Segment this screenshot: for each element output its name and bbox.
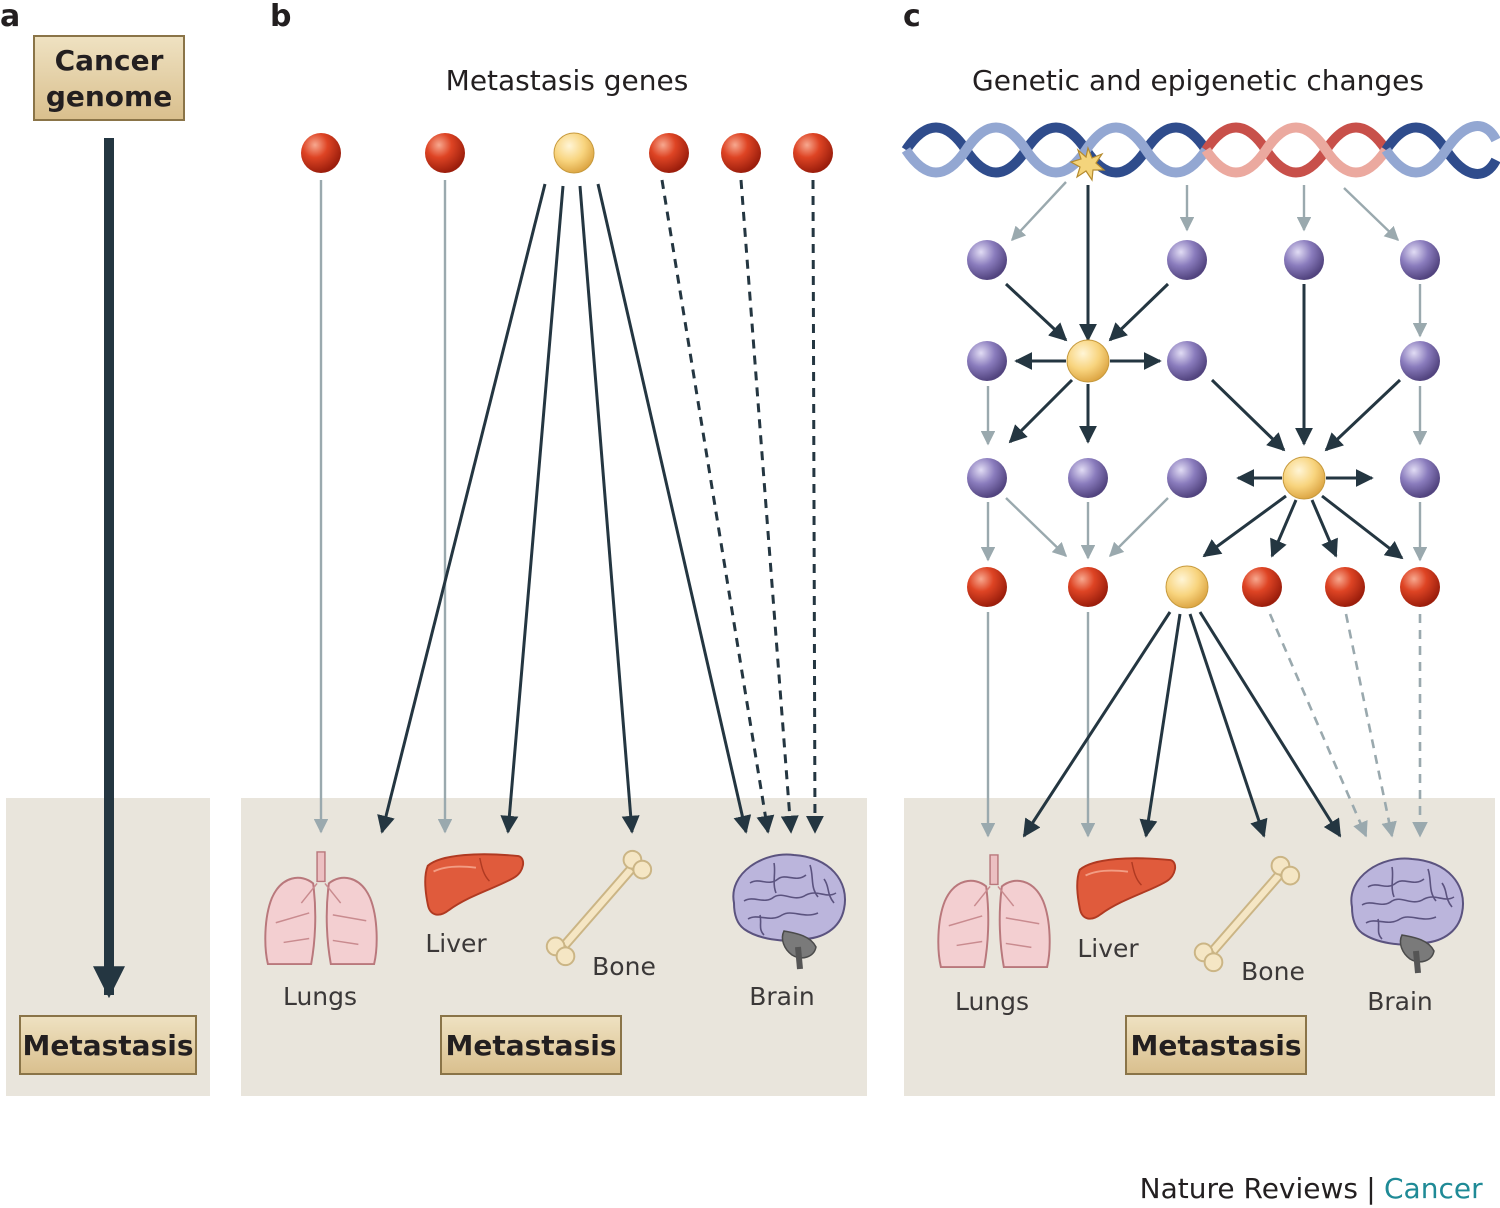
metastasis-label-b: Metastasis [445, 1029, 616, 1062]
panel-c-title: Genetic and epigenetic changes [972, 64, 1424, 97]
red-gene [301, 133, 341, 173]
cancer-genome-line1: Cancer [55, 44, 164, 77]
red-gene [425, 133, 465, 173]
arrow [1005, 497, 1068, 558]
credit-separator: | [1366, 1172, 1375, 1205]
journal-credit: Nature Reviews | Cancer [1140, 1172, 1483, 1205]
red-gene [649, 133, 689, 173]
arrow-yellow-liver [500, 185, 565, 834]
red-gene [1400, 567, 1440, 607]
purple-gene [1068, 458, 1108, 498]
metastasis-box-a: Metastasis [19, 1015, 197, 1075]
dna-helix-icon [901, 121, 1500, 179]
credit-journal: Nature Reviews [1140, 1172, 1358, 1205]
red-gene [967, 567, 1007, 607]
panel-a-letter: a [0, 0, 20, 34]
panel-c: c Genetic and epigenetic changes [901, 0, 1500, 1096]
arrow-gene6-brain [805, 179, 824, 834]
arrow [1139, 613, 1182, 838]
arrow [1310, 499, 1338, 558]
liver-label-c: Liver [1077, 934, 1139, 963]
panel-a: a Cancer genome Metastasis [0, 0, 210, 1096]
purple-gene [1400, 341, 1440, 381]
arrow-yellow-bone [578, 185, 640, 834]
panel-b-arrows [313, 179, 824, 834]
metastasis-label-c: Metastasis [1130, 1029, 1301, 1062]
arrow [1188, 613, 1268, 838]
arrow-yellow-brain [596, 183, 752, 834]
arrow [1324, 378, 1402, 452]
panel-c-letter: c [903, 0, 921, 34]
arrow [1004, 282, 1068, 342]
arrow [1108, 282, 1170, 342]
arrow [1270, 499, 1298, 558]
panel-b-letter: b [270, 0, 291, 34]
panel-b-genes [301, 132, 833, 174]
red-gene [1068, 567, 1108, 607]
purple-gene [1167, 458, 1207, 498]
cancer-genome-line2: genome [46, 80, 172, 113]
lungs-label-c: Lungs [955, 987, 1029, 1016]
metastasis-box-c: Metastasis [1125, 1015, 1307, 1075]
arrow [1210, 378, 1286, 452]
arrow [1202, 494, 1287, 558]
panel-c-network-arrows [980, 181, 1428, 562]
purple-gene [1167, 240, 1207, 280]
arrow [1108, 497, 1169, 558]
purple-gene [1167, 341, 1207, 381]
arrow [1011, 181, 1067, 242]
credit-section: Cancer [1384, 1172, 1483, 1205]
panel-b-title: Metastasis genes [446, 64, 689, 97]
yellow-gene [1165, 565, 1209, 609]
yellow-gene [1066, 339, 1110, 383]
yellow-gene [1282, 456, 1326, 500]
arrow [1268, 613, 1368, 838]
red-gene [793, 133, 833, 173]
brain-label-b: Brain [749, 982, 815, 1011]
arrow-gene4-brain [660, 179, 775, 834]
cancer-genome-box: Cancer genome [33, 35, 185, 121]
bone-label-c: Bone [1241, 957, 1305, 986]
panel-c-organ-arrows [980, 611, 1428, 838]
brain-label-c: Brain [1367, 987, 1433, 1016]
panel-b: b Metastasis genes Lungs Liver [241, 0, 867, 1096]
arrow [1343, 187, 1400, 241]
red-gene [721, 133, 761, 173]
arrow [1344, 613, 1397, 838]
purple-gene [1400, 240, 1440, 280]
red-gene [1325, 567, 1365, 607]
arrow [1008, 378, 1074, 444]
purple-gene [1400, 458, 1440, 498]
arrow-yellow-lungs [377, 183, 547, 834]
red-gene [1242, 567, 1282, 607]
purple-gene [1284, 240, 1324, 280]
arrow [1022, 611, 1172, 838]
metastasis-box-b: Metastasis [440, 1015, 622, 1075]
arrow-gene5-brain [739, 179, 799, 834]
arrow [1321, 494, 1404, 560]
liver-label-b: Liver [425, 929, 487, 958]
metastasis-label-a: Metastasis [22, 1029, 193, 1062]
purple-gene [967, 240, 1007, 280]
lungs-label-b: Lungs [283, 982, 357, 1011]
yellow-gene [553, 132, 595, 174]
arrow [1198, 611, 1342, 838]
panel-c-genes [967, 240, 1440, 609]
purple-gene [967, 341, 1007, 381]
bone-label-b: Bone [592, 952, 656, 981]
purple-gene [967, 458, 1007, 498]
